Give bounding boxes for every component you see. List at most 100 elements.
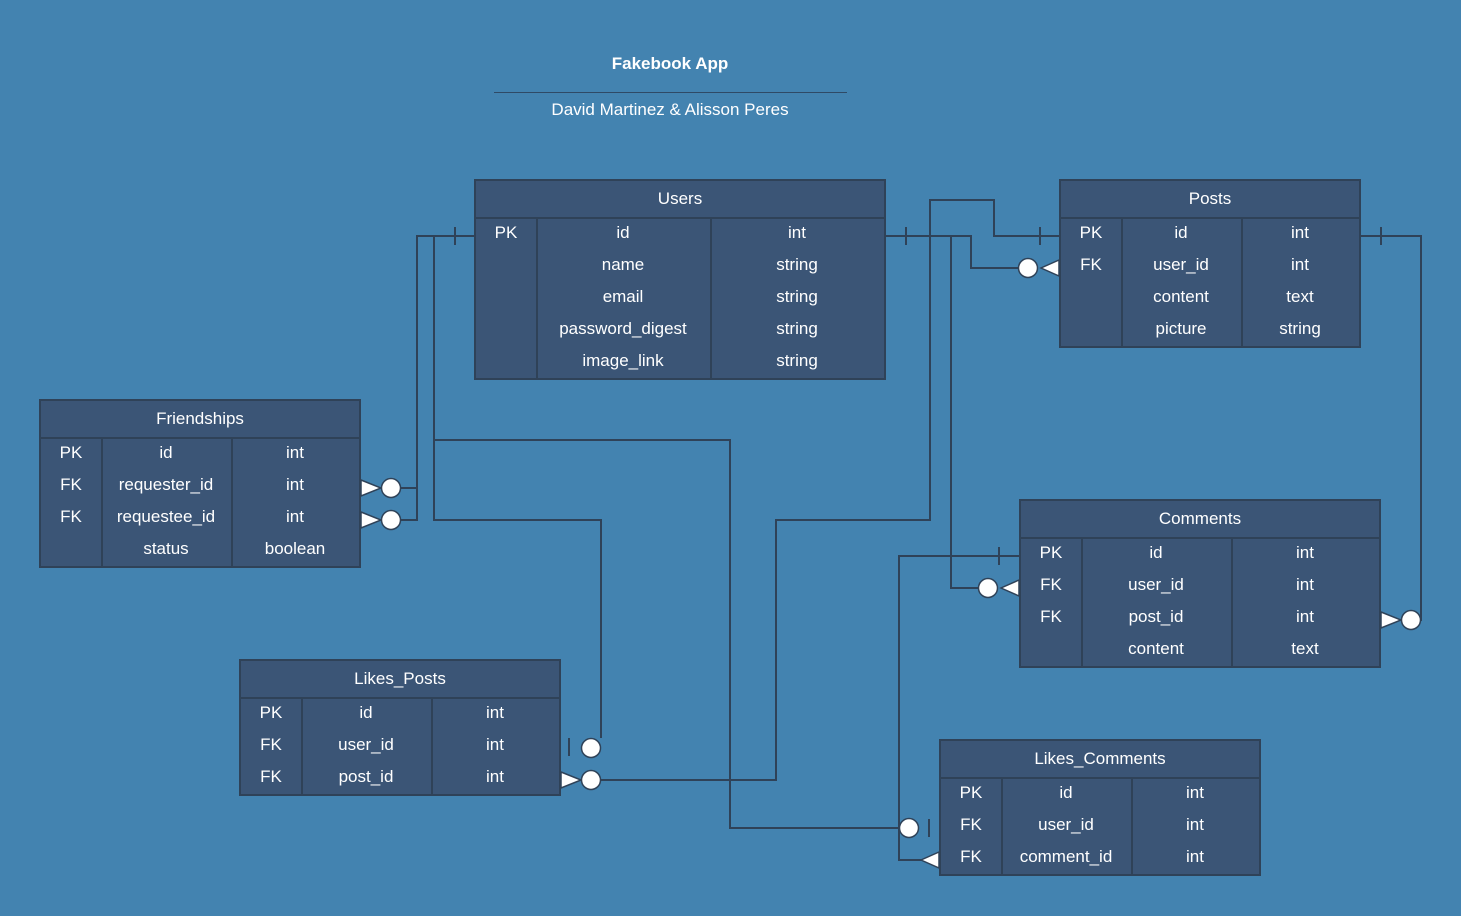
key-cell: FK [960, 847, 982, 866]
optional-circle-icon [380, 509, 402, 531]
field-cell: id [1149, 543, 1163, 562]
type-cell: int [1291, 223, 1309, 242]
entity-friendships: Friendships PK id int FK requester_id in… [39, 399, 361, 568]
table-row: PK id int [41, 439, 359, 471]
field-cell: user_id [1153, 255, 1209, 274]
entity-users: Users PK id int name string email string… [474, 179, 886, 380]
field-cell: requestee_id [116, 507, 216, 526]
crowfoot-icon [360, 478, 384, 498]
entity-title: Friendships [41, 401, 359, 439]
field-cell: comment_id [1019, 847, 1113, 866]
field-cell: content [1153, 287, 1209, 306]
optional-circle-icon [380, 477, 402, 499]
key-cell: FK [260, 735, 282, 754]
field-cell: image_link [582, 351, 664, 370]
key-cell: FK [60, 507, 82, 526]
connector-users-posts [886, 235, 1038, 269]
key-cell: PK [259, 703, 283, 722]
entity-posts: Posts PK id int FK user_id int content t… [1059, 179, 1361, 348]
type-cell: string [776, 287, 818, 306]
entity-title: Posts [1061, 181, 1359, 219]
table-row: FK user_id int [1021, 571, 1379, 603]
field-cell: id [1059, 783, 1073, 802]
table-row: content text [1021, 635, 1379, 666]
table-row: status boolean [41, 535, 359, 566]
key-cell [41, 535, 101, 566]
field-cell: status [143, 539, 189, 558]
key-cell: PK [959, 783, 983, 802]
optional-circle-icon [1017, 257, 1039, 279]
optional-circle-icon [898, 817, 920, 839]
diagram-subtitle: David Martinez & Alisson Peres [551, 100, 789, 119]
key-cell: FK [260, 767, 282, 786]
crowfoot-icon [919, 850, 940, 870]
table-row: FK user_id int [1061, 251, 1359, 283]
table-row: FK user_id int [241, 731, 559, 763]
table-row: FK post_id int [241, 763, 559, 794]
entity-likes-posts: Likes_Posts PK id int FK user_id int FK … [239, 659, 561, 796]
field-cell: user_id [338, 735, 394, 754]
field-cell: post_id [338, 767, 394, 786]
key-cell: FK [1040, 575, 1062, 594]
connector-posts-likes-posts [601, 199, 1060, 781]
entity-likes-comments: Likes_Comments PK id int FK user_id int … [939, 739, 1261, 876]
connector-users-comments [886, 235, 978, 589]
table-row: PK id int [241, 699, 559, 731]
key-cell: PK [59, 443, 83, 462]
optional-circle-icon [580, 737, 602, 759]
field-cell: password_digest [559, 319, 687, 338]
field-cell: content [1128, 639, 1184, 658]
type-cell: int [286, 475, 304, 494]
key-cell: FK [1040, 607, 1062, 626]
optional-circle-icon [977, 577, 999, 599]
field-cell: user_id [1038, 815, 1094, 834]
key-cell: FK [1080, 255, 1102, 274]
table-row: FK requestee_id int [41, 503, 359, 535]
field-cell: user_id [1128, 575, 1184, 594]
type-cell: int [1186, 783, 1204, 802]
key-cell: PK [1039, 543, 1063, 562]
table-row: image_link string [476, 347, 884, 378]
type-cell: int [1186, 847, 1204, 866]
field-cell: id [159, 443, 173, 462]
table-row: FK comment_id int [941, 843, 1259, 874]
optional-circle-icon [580, 769, 602, 791]
type-cell: int [486, 735, 504, 754]
field-cell: email [602, 287, 644, 306]
entity-title: Users [476, 181, 884, 219]
key-cell [1061, 315, 1121, 346]
key-cell [1061, 283, 1121, 315]
entity-title: Likes_Comments [941, 741, 1259, 779]
type-cell: int [486, 703, 504, 722]
table-row: email string [476, 283, 884, 315]
table-row: FK user_id int [941, 811, 1259, 843]
key-cell: FK [60, 475, 82, 494]
entity-comments: Comments PK id int FK user_id int FK pos… [1019, 499, 1381, 668]
table-row: PK id int [941, 779, 1259, 811]
key-cell [476, 315, 536, 347]
connector-users-likes-comments [433, 236, 899, 829]
field-cell: post_id [1128, 607, 1184, 626]
key-cell: PK [1079, 223, 1103, 242]
table-row: content text [1061, 283, 1359, 315]
table-row: FK post_id int [1021, 603, 1379, 635]
connector-users-friendships-requestee [401, 236, 418, 521]
type-cell: int [486, 767, 504, 786]
type-cell: int [1296, 575, 1314, 594]
type-cell: int [286, 507, 304, 526]
crowfoot-icon [360, 510, 384, 530]
type-cell: boolean [264, 539, 326, 558]
type-cell: int [1186, 815, 1204, 834]
connector-users-friendships-requester [401, 235, 475, 489]
type-cell: string [776, 255, 818, 274]
key-cell: PK [494, 223, 518, 242]
optional-circle-icon [1400, 609, 1422, 631]
field-cell: name [601, 255, 645, 274]
type-cell: int [788, 223, 806, 242]
table-row: name string [476, 251, 884, 283]
key-cell [1021, 635, 1081, 666]
field-cell: id [1174, 223, 1188, 242]
field-cell: picture [1155, 319, 1207, 338]
type-cell: int [1296, 543, 1314, 562]
